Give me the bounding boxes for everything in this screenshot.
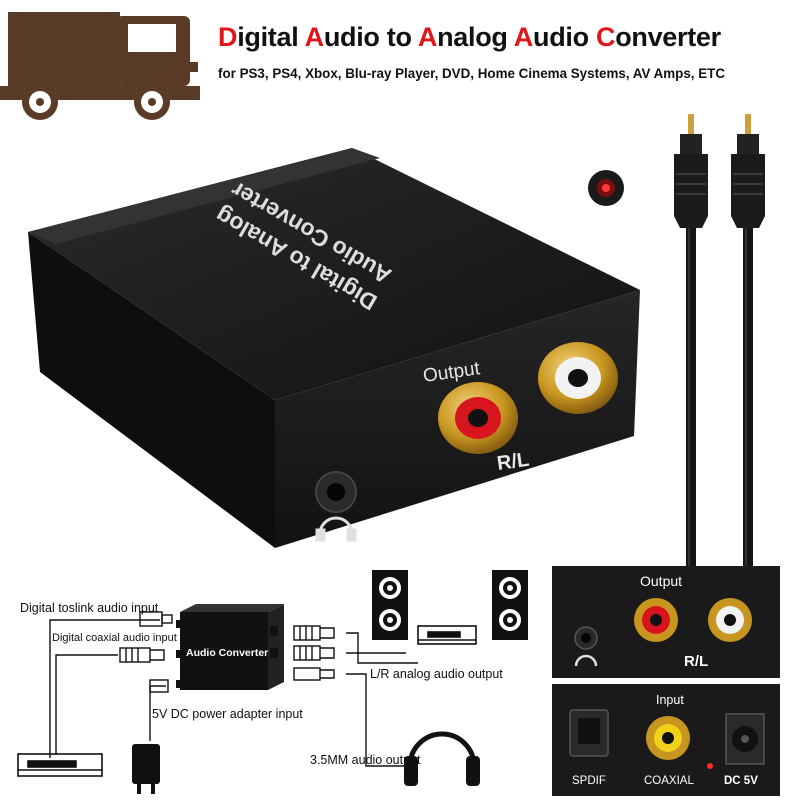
rca-white-jack: [538, 342, 618, 414]
title-capital-letter: C: [595, 22, 616, 52]
power-adapter-icon: [132, 744, 160, 794]
optical-laser-dot-icon: [588, 170, 624, 206]
headphone-jack: [315, 471, 357, 513]
toslink-optical-cables: [674, 114, 765, 570]
title-capital-letter: A: [417, 22, 438, 52]
coaxial-label: COAXIAL: [644, 775, 694, 787]
toslink-input-label: Digital toslink audio input: [20, 601, 159, 615]
speaker-right-icon: [492, 570, 528, 640]
delivery-truck-icon: [0, 12, 200, 120]
converter-box-label: Audio Converter: [186, 647, 268, 659]
device-rl-label: R/L: [496, 449, 531, 475]
rca-output-plugs-icon: [293, 625, 335, 681]
dvd-player-icon: [17, 753, 103, 777]
output-panel-image: Output R/L: [552, 566, 780, 678]
audio-converter-box-icon: Audio Converter: [180, 604, 284, 690]
input-panel-image: Input SPDIF COAXIAL DC 5V: [552, 684, 780, 796]
amplifier-icon: [417, 625, 477, 645]
title-word-rest: udio to: [323, 22, 418, 52]
power-input-label: 5V DC power adapter input: [152, 707, 303, 721]
title-capital-letter: A: [513, 22, 534, 52]
connection-diagram: Audio Converter: [17, 570, 528, 794]
output-panel-title: Output: [640, 573, 682, 589]
coaxial-input-label: Digital coaxial audio input: [52, 632, 177, 644]
headphone-output-label: 3.5MM audio output: [310, 753, 421, 767]
lr-output-label: L/R analog audio output: [370, 667, 503, 681]
title-capital-letter: A: [304, 22, 325, 52]
output-panel-rl: R/L: [684, 653, 708, 670]
power-plug-icon: [149, 679, 169, 693]
title-word-rest: udio: [533, 22, 596, 52]
dc-label: DC 5V: [724, 775, 758, 787]
coaxial-plug-icon: [119, 647, 165, 663]
speaker-left-icon: [372, 570, 408, 640]
converter-device-image: Digital to Analog Audio Converter Output…: [28, 148, 640, 548]
product-subtitle: for PS3, PS4, Xbox, Blu-ray Player, DVD,…: [218, 66, 726, 81]
title-word-rest: igital: [237, 22, 305, 52]
input-panel-title: Input: [656, 693, 684, 707]
title-word-rest: onverter: [615, 22, 721, 52]
headphones-icon: [404, 731, 480, 786]
product-title: Digital Audio to Analog Audio Converter: [218, 22, 721, 53]
title-word-rest: nalog: [437, 22, 514, 52]
rca-red-jack: [438, 382, 518, 454]
toslink-plug-icon: [139, 611, 173, 627]
headphone-icon: [315, 516, 357, 542]
title-capital-letter: D: [218, 22, 238, 52]
spdif-label: SPDIF: [572, 775, 606, 787]
